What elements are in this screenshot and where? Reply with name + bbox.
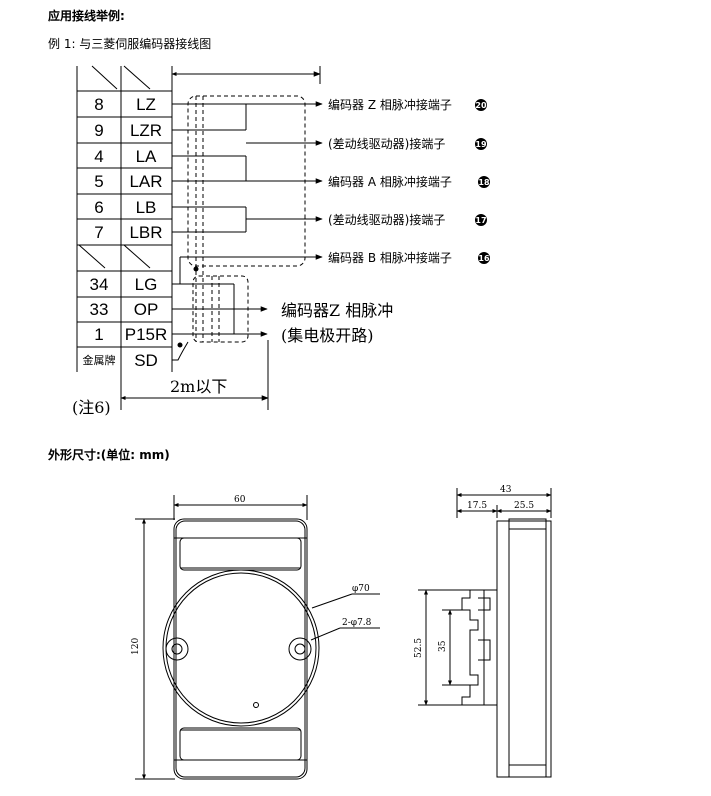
pin-number: 4: [94, 147, 103, 166]
outer-height-dimension: 52.5: [414, 638, 424, 658]
right-depth-dimension: 25.5: [514, 501, 534, 511]
side-view: [418, 488, 552, 778]
open-collector-line1: 编码器Z 相脉冲: [281, 301, 393, 320]
pin-number: 1: [94, 325, 103, 344]
dimensions-heading: 外形尺寸:(单位: mm): [48, 448, 170, 462]
signal-name: LBR: [129, 223, 162, 242]
wiring-diagram: [76, 65, 323, 410]
output-label: 编码器 Z 相脉冲接端子: [328, 97, 452, 112]
pin-number: 7: [94, 223, 103, 242]
signal-name: P15R: [125, 325, 168, 344]
signal-name: LAR: [129, 172, 162, 191]
signal-name: LA: [136, 147, 157, 166]
pin-number: 5: [94, 172, 103, 191]
terminal-number: 20: [475, 101, 487, 110]
signal-name: LG: [135, 275, 158, 294]
diameter-dimension: φ70: [352, 584, 370, 594]
example-title: 例 1: 与三菱伺服编码器接线图: [48, 37, 212, 51]
terminal-number: 18: [478, 178, 490, 187]
terminal-number: 19: [475, 140, 487, 149]
pin-number: 9: [94, 121, 103, 140]
total-depth-dimension: 43: [500, 485, 512, 495]
cable-length: 2m以下: [170, 377, 227, 396]
inner-height-dimension: 35: [438, 640, 448, 652]
pin-table: 8 LZ 9 LZR 4 LA 5 LAR 6 LB 7 LBR 34 LG 3…: [83, 95, 168, 370]
signal-name: LB: [136, 198, 157, 217]
output-label: 编码器 B 相脉冲接端子: [328, 250, 452, 265]
output-label: 编码器 A 相脉冲接端子: [328, 174, 452, 189]
side-view-dimensions: 43 17.5 25.5 52.5 35: [414, 485, 534, 658]
terminal-number: 16: [478, 254, 490, 263]
signal-name: LZR: [130, 121, 162, 140]
hole-dimension: 2-φ7.8: [342, 618, 372, 628]
terminal-number-badge: [475, 138, 487, 150]
output-label: (差动线驱动器)接端子: [328, 136, 445, 151]
signal-name: OP: [134, 300, 159, 319]
height-dimension: 120: [131, 638, 141, 655]
note-label: (注6): [72, 398, 111, 417]
terminal-number-badge: [475, 214, 487, 226]
left-depth-dimension: 17.5: [467, 501, 487, 511]
front-view: [135, 495, 380, 780]
terminal-number-badge: [478, 252, 490, 264]
signal-name: LZ: [136, 95, 156, 114]
open-collector-line2: (集电极开路): [281, 326, 374, 345]
pin-number: 8: [94, 95, 103, 114]
terminal-number: 17: [475, 216, 486, 225]
terminal-number-badge: [478, 176, 490, 188]
width-dimension: 60: [234, 495, 246, 505]
terminal-number-badge: [475, 99, 487, 111]
signal-name: SD: [134, 351, 158, 370]
pin-number: 6: [94, 198, 103, 217]
pin-number: 33: [90, 300, 109, 319]
output-labels: 编码器 Z 相脉冲接端子 20 (差动线驱动器)接端子 19 编码器 A 相脉冲…: [72, 97, 490, 417]
pin-number: 金属牌: [83, 353, 116, 367]
section-heading: 应用接线举例:: [48, 9, 125, 23]
output-label: (差动线驱动器)接端子: [328, 212, 445, 227]
pin-number: 34: [90, 275, 109, 294]
front-view-dimensions: 60 120 φ70 2-φ7.8: [131, 495, 372, 655]
